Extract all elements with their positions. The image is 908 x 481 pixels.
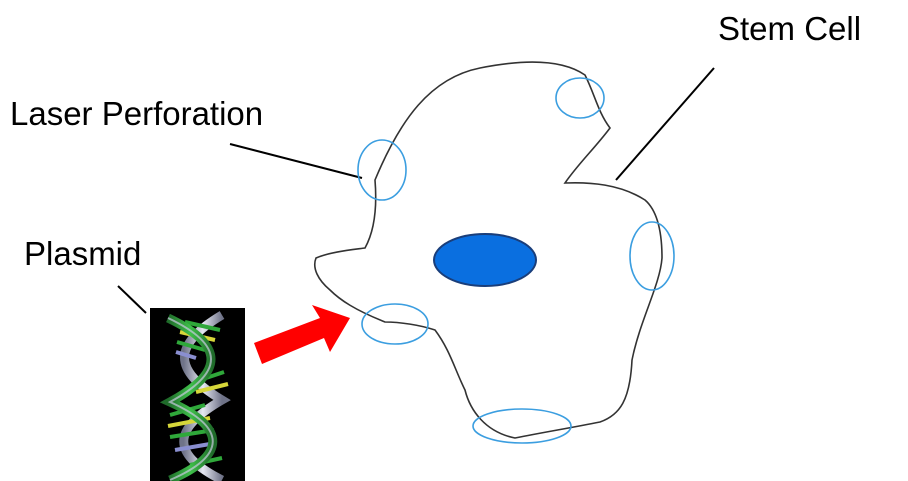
stem-cell-leader-line <box>616 68 714 180</box>
perforation-top-right <box>556 78 604 118</box>
plasmid-leader-line <box>118 286 146 313</box>
perforation-entry <box>362 304 428 344</box>
dna-double-helix-icon <box>150 308 245 481</box>
perforation-right <box>630 222 674 290</box>
laser-perforation-leader-line <box>230 144 362 178</box>
nucleus <box>434 234 536 286</box>
arrow-right-icon <box>254 305 350 364</box>
perforation-left-top <box>358 140 406 200</box>
